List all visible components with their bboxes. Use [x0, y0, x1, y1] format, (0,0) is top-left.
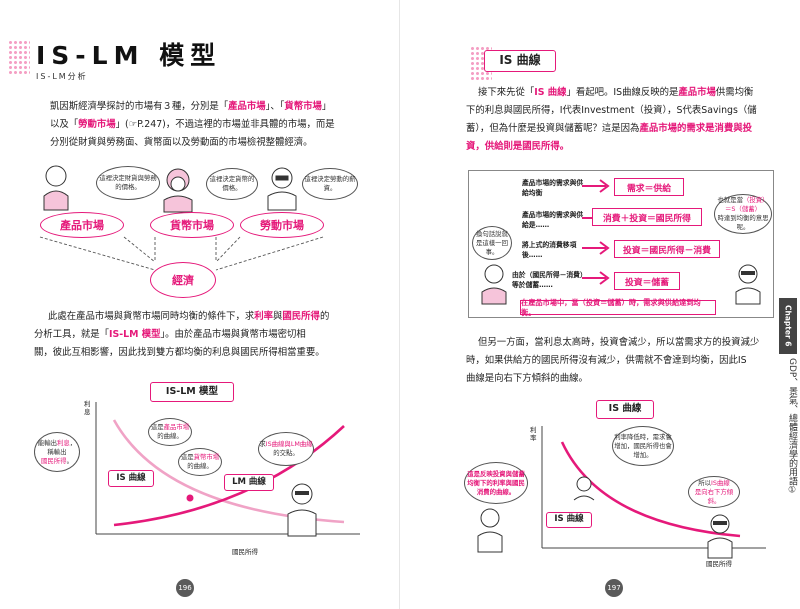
islm-ylabel: 利息 — [84, 400, 91, 416]
flow-label-balance: 產品市場的需求與供給均衡 — [522, 179, 584, 197]
equilibrium-point — [186, 494, 194, 502]
is-intro-paragraph: 接下來先從「IS 曲線」看起吧。IS曲線反映的是產品市場供需均衡 下的利息與國民… — [466, 87, 757, 152]
speech-bubble-axes: 能輸出利息，稱輸出國民所得。 — [34, 432, 80, 472]
left-page: IS-LM 模型 IS-LM分析 凱因斯經濟學探討的市場有３種，分別是「產品市場… — [8, 0, 400, 609]
is-curve — [560, 441, 741, 538]
islm-xlabel: 國民所得 — [232, 548, 258, 556]
flow-box-consumption: 消費＋投資＝國民所得 — [592, 208, 702, 226]
page-title: IS-LM 模型 — [36, 41, 222, 70]
speech-bubble-money-curve: 這是貨幣市場的曲線。 — [178, 448, 222, 476]
lm-curve — [113, 425, 345, 527]
flow-label-savings: 由於（國民所得－消費）等於儲蓄…… — [512, 271, 584, 289]
flow-label-move: 將上式的消費移項後…… — [522, 241, 577, 259]
flow-label-supply: 產品市場的需求與供給是…… — [522, 211, 584, 229]
page-subtitle: IS-LM分析 — [36, 72, 88, 81]
person-figure-1 — [43, 165, 69, 211]
product-market-oval: 產品市場 — [40, 212, 124, 238]
flow-box-savings: 投資＝儲蓄 — [614, 272, 680, 290]
is-curve-label: IS 曲線 — [108, 470, 154, 487]
person-figure-7 — [477, 508, 503, 553]
labor-market-oval: 勞動市場 — [240, 212, 324, 238]
speech-bubble-is-meaning: 這是反映投資與儲蓄均衡下的利率與國民消費的曲線。 — [464, 462, 528, 504]
islm-chart-title: IS-LM 模型 — [150, 382, 234, 402]
person-figure-8 — [573, 476, 595, 501]
money-market-oval: 貨幣市場 — [150, 212, 234, 238]
speech-bubble-product: 這裡決定財貨與勞務的價格。 — [96, 166, 160, 200]
speech-bubble-product-curve: 這是產品市場的曲線。 — [148, 418, 192, 446]
is-slope-paragraph: 但另一方面，當利息太高時，投資會減少，所以當需求方的投資減少 時，如果供給方的國… — [466, 337, 760, 384]
speech-bubble-rephrase: 換句話說就是這樣一回事。 — [472, 226, 512, 260]
flow-box-investment: 投資＝國民所得－消費 — [614, 240, 720, 258]
decorative-dots — [8, 40, 30, 74]
speech-bubble-rate-decline: 利率降低時，需求會增加，國民所得也會增加。 — [612, 426, 674, 466]
speech-bubble-labor: 這裡決定勞動的薪資。 — [302, 168, 358, 200]
is-xlabel: 國民所得 — [706, 560, 732, 568]
economy-oval: 經濟 — [150, 262, 216, 298]
speech-bubble-equilibrium: 也就是當（投資）＝S（儲蓄）時達到均衡的意思呢。 — [714, 194, 772, 234]
person-figure-5 — [481, 264, 507, 305]
chapter-tab: Chapter 6 — [779, 298, 797, 354]
derivation-frame — [468, 170, 774, 318]
intro-paragraph: 凱因斯經濟學探討的市場有３種，分別是「產品市場」、「貨幣市場」 以及「勞動市場」… — [50, 101, 335, 148]
flow-box-demand-supply: 需求＝供給 — [614, 178, 684, 196]
flow-conclusion: 在產品市場中，當（投資＝儲蓄）時，需求與供給達到均衡。 — [520, 298, 716, 317]
person-figure-4 — [287, 483, 317, 537]
is-ylabel: 利率 — [530, 426, 537, 442]
page-number: 197 — [605, 579, 623, 597]
lm-curve-label: LM 曲線 — [224, 474, 274, 491]
is-chart-title: IS 曲線 — [596, 400, 654, 419]
person-figure-9 — [707, 514, 733, 559]
section-title: IS 曲線 — [484, 50, 556, 72]
speech-bubble-slope: 所以IS曲線是向右下方傾斜。 — [688, 476, 740, 508]
analysis-paragraph: 此處在產品市場與貨幣市場同時均衡的條件下，求利率與國民所得的 分析工具，就是「I… — [34, 311, 330, 358]
page-number: 196 — [176, 579, 194, 597]
market-diagram — [39, 165, 324, 271]
speech-bubble-intersection: 求IS曲線與LM曲線的交點。 — [258, 432, 314, 466]
person-figure-3 — [267, 167, 297, 211]
speech-bubble-money: 這裡決定貨幣的價格。 — [206, 168, 258, 200]
is-curve-label: IS 曲線 — [546, 512, 592, 528]
person-figure-2 — [163, 168, 193, 213]
chapter-title: GDP、景氣、總體經濟學的用語① — [787, 358, 797, 496]
person-figure-6 — [735, 264, 761, 305]
